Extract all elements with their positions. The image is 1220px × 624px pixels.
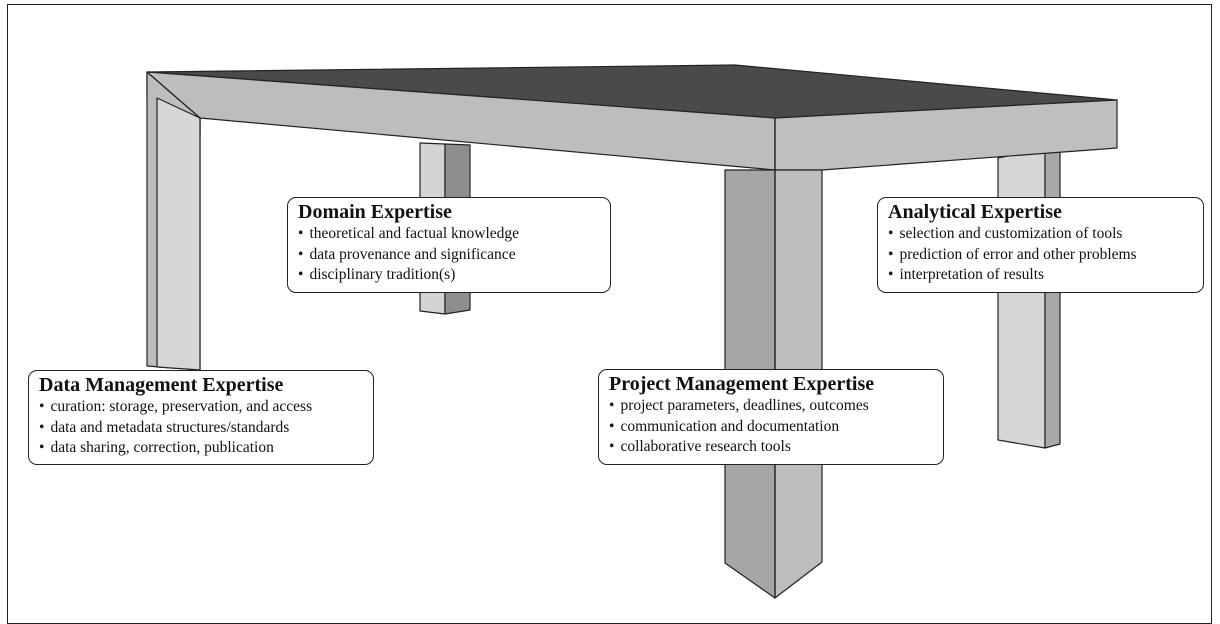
back-right-leg-side [1044, 145, 1061, 449]
analytical-expertise-list: selection and customization of tools pre… [888, 224, 1193, 286]
list-item: disciplinary tradition(s) [298, 265, 600, 286]
list-item: interpretation of results [888, 265, 1193, 286]
front-left-leg-inner [156, 97, 201, 371]
list-item: selection and customization of tools [888, 224, 1193, 245]
list-item: theoretical and factual knowledge [298, 224, 600, 245]
list-item: project parameters, deadlines, outcomes [609, 396, 933, 417]
domain-expertise-box: Domain Expertise theoretical and factual… [287, 197, 611, 293]
domain-expertise-list: theoretical and factual knowledge data p… [298, 224, 600, 286]
list-item: curation: storage, preservation, and acc… [39, 397, 363, 418]
data-management-expertise-title: Data Management Expertise [39, 374, 284, 396]
analytical-expertise-title: Analytical Expertise [888, 201, 1062, 223]
list-item: collaborative research tools [609, 437, 933, 458]
data-management-expertise-list: curation: storage, preservation, and acc… [39, 397, 363, 459]
table-illustration [146, 64, 1118, 599]
list-item: data sharing, correction, publication [39, 438, 363, 459]
data-management-expertise-box: Data Management Expertise curation: stor… [28, 370, 374, 465]
domain-expertise-title: Domain Expertise [298, 201, 452, 223]
project-management-expertise-box: Project Management Expertise project par… [598, 369, 944, 465]
list-item: prediction of error and other problems [888, 245, 1193, 266]
back-right-leg-front [997, 147, 1046, 449]
project-management-expertise-title: Project Management Expertise [609, 373, 875, 395]
analytical-expertise-box: Analytical Expertise selection and custo… [877, 197, 1204, 293]
list-item: data and metadata structures/standards [39, 418, 363, 439]
list-item: data provenance and significance [298, 245, 600, 266]
list-item: communication and documentation [609, 417, 933, 438]
project-management-expertise-list: project parameters, deadlines, outcomes … [609, 396, 933, 458]
